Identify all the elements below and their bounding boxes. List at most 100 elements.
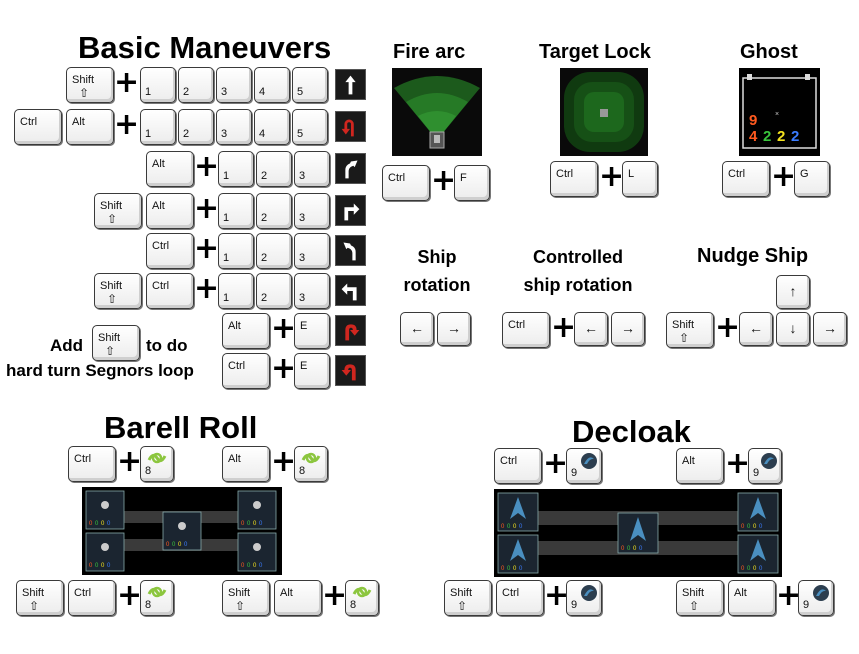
note-segnors-label: hard turn Segnors loop [6, 361, 194, 380]
svg-text:0: 0 [172, 542, 176, 548]
left-arrow-key[interactable]: ← [574, 312, 608, 346]
right-arrow-key[interactable]: → [813, 312, 847, 346]
ctrl-key[interactable]: Ctrl [550, 161, 598, 197]
key-1[interactable]: 1 [218, 193, 254, 229]
alt-key[interactable]: Alt [222, 313, 270, 349]
svg-text:0: 0 [741, 566, 745, 572]
right-arrow-key[interactable]: → [437, 312, 471, 346]
barrel-roll-key[interactable]: 8 [140, 446, 174, 482]
key-4[interactable]: 4 [254, 109, 290, 145]
barrel-roll-key[interactable]: 8 [140, 580, 174, 616]
shift-key[interactable]: Shift⇧ [676, 580, 724, 616]
svg-text:0: 0 [253, 563, 257, 569]
key-3[interactable]: 3 [294, 233, 330, 269]
shift-key[interactable]: Shift⇧ [94, 193, 142, 229]
alt-key[interactable]: Alt [66, 109, 114, 145]
key-5[interactable]: 5 [292, 109, 328, 145]
svg-text:0: 0 [627, 546, 631, 552]
svg-text:0: 0 [259, 563, 263, 569]
key-1[interactable]: 1 [218, 233, 254, 269]
decloak-key[interactable]: 9 [748, 448, 782, 484]
key-2[interactable]: 2 [178, 109, 214, 145]
decloak-key[interactable]: 9 [566, 580, 602, 616]
decloak-key[interactable]: 9 [566, 448, 602, 484]
key-3[interactable]: 3 [216, 67, 252, 103]
ctrl-key[interactable]: Ctrl [722, 161, 770, 197]
plus-sign: + [725, 446, 751, 481]
ctrl-key[interactable]: Ctrl [382, 165, 430, 201]
key-1[interactable]: 1 [140, 67, 176, 103]
key-2[interactable]: 2 [256, 233, 292, 269]
turn-arrow-icon [335, 195, 366, 226]
ctrl-key[interactable]: Ctrl [146, 233, 194, 269]
shift-key[interactable]: Shift⇧ [666, 312, 714, 348]
alt-key[interactable]: Alt [146, 151, 194, 187]
alt-key[interactable]: Alt [676, 448, 724, 484]
right-arrow-key[interactable]: → [611, 312, 645, 346]
key-2[interactable]: 2 [256, 193, 292, 229]
e-key[interactable]: E [294, 313, 330, 349]
svg-text:0: 0 [95, 563, 99, 569]
shift-key[interactable]: Shift⇧ [66, 67, 114, 103]
svg-text:0: 0 [89, 563, 93, 569]
plus-sign: + [322, 578, 348, 613]
key-4[interactable]: 4 [254, 67, 290, 103]
svg-text:0: 0 [519, 566, 523, 572]
key-3[interactable]: 3 [294, 151, 330, 187]
plus-sign: + [771, 159, 797, 194]
ctrl-key[interactable]: Ctrl [146, 273, 194, 309]
decloak-key[interactable]: 9 [798, 580, 834, 616]
svg-text:0: 0 [621, 546, 625, 552]
ctrl-key[interactable]: Ctrl [222, 353, 270, 389]
e-key[interactable]: E [294, 353, 330, 389]
barrel-roll-icon [352, 586, 372, 598]
l-key[interactable]: L [622, 161, 658, 197]
svg-text:0: 0 [107, 521, 111, 527]
alt-key[interactable]: Alt [728, 580, 776, 616]
key-1[interactable]: 1 [218, 151, 254, 187]
key-3[interactable]: 3 [294, 193, 330, 229]
shift-key[interactable]: Shift⇧ [94, 273, 142, 309]
key-5[interactable]: 5 [292, 67, 328, 103]
key-2[interactable]: 2 [178, 67, 214, 103]
alt-key[interactable]: Alt [222, 446, 270, 482]
shift-key[interactable]: Shift⇧ [16, 580, 64, 616]
down-arrow-key[interactable]: ↓ [776, 312, 810, 346]
left-arrow-key[interactable]: ← [400, 312, 434, 346]
plus-sign: + [194, 149, 220, 184]
ctrl-key[interactable]: Ctrl [502, 312, 550, 348]
ghost-value-3: 2 [777, 128, 786, 145]
barrel-roll-key[interactable]: 8 [345, 580, 379, 616]
key-1[interactable]: 1 [140, 109, 176, 145]
straight-arrow-icon [335, 69, 366, 100]
key-2[interactable]: 2 [256, 273, 292, 309]
svg-text:0: 0 [753, 566, 757, 572]
up-arrow-key[interactable]: ↑ [776, 275, 810, 309]
alt-key[interactable]: Alt [274, 580, 322, 616]
alt-key[interactable]: Alt [146, 193, 194, 229]
shift-key[interactable]: Shift⇧ [92, 325, 140, 361]
svg-text:0: 0 [501, 524, 505, 530]
ctrl-key[interactable]: Ctrl [496, 580, 544, 616]
key-3[interactable]: 3 [216, 109, 252, 145]
key-1[interactable]: 1 [218, 273, 254, 309]
plus-sign: + [194, 231, 220, 266]
ctrl-key[interactable]: Ctrl [68, 580, 116, 616]
shift-key[interactable]: Shift⇧ [444, 580, 492, 616]
ghost-top-value: 9 [749, 112, 758, 129]
f-key[interactable]: F [454, 165, 490, 201]
nudge-ship-title: Nudge Ship [697, 245, 809, 267]
svg-text:0: 0 [166, 542, 170, 548]
shift-key[interactable]: Shift⇧ [222, 580, 270, 616]
ctrl-key[interactable]: Ctrl [14, 109, 62, 145]
ctrl-key[interactable]: Ctrl [68, 446, 116, 482]
key-2[interactable]: 2 [256, 151, 292, 187]
barrel-roll-key[interactable]: 8 [294, 446, 328, 482]
ctrl-key[interactable]: Ctrl [494, 448, 542, 484]
key-3[interactable]: 3 [294, 273, 330, 309]
k-turn-icon [335, 111, 366, 142]
cloak-icon [813, 585, 829, 601]
g-key[interactable]: G [794, 161, 830, 197]
left-arrow-key[interactable]: ← [739, 312, 773, 346]
